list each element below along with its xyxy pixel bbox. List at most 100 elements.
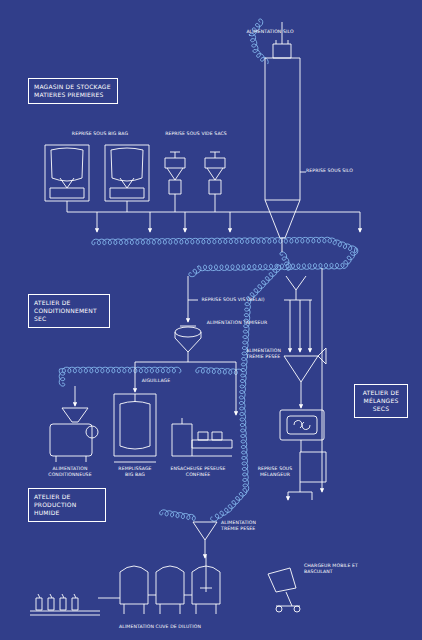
bag-dump-station bbox=[205, 152, 225, 212]
dilution-tanks bbox=[124, 604, 125, 614]
silo bbox=[282, 238, 283, 252]
workshop-title: MAGASIN DE STOCKAGE MATIERES PREMIERES bbox=[34, 83, 112, 99]
flex-hose bbox=[280, 252, 291, 270]
flex-hose bbox=[211, 265, 281, 521]
equipment-label: REPRISE SOUS SILO bbox=[306, 168, 362, 174]
bottling-line bbox=[50, 594, 52, 598]
packer bbox=[86, 456, 87, 462]
sifter bbox=[180, 326, 196, 327]
equipment-label: REPRISE SOUS MÉLANGEUR bbox=[252, 466, 298, 478]
mobile-loader bbox=[276, 606, 282, 612]
dilution-tanks bbox=[206, 556, 207, 592]
mixer bbox=[300, 482, 301, 492]
bottling-line bbox=[72, 598, 78, 610]
workshop-title: ATELIER DE MÉLANGES SECS bbox=[360, 389, 402, 413]
silo bbox=[276, 40, 277, 44]
big-bag-station bbox=[111, 148, 143, 181]
bagging-scale bbox=[198, 432, 208, 440]
bagging-scale bbox=[172, 418, 232, 456]
dilution-tanks bbox=[148, 595, 156, 596]
mixer bbox=[322, 268, 323, 492]
flex-hose bbox=[249, 19, 268, 64]
equipment-label: ENSACHEUSE PESEUSE CONFINÉE bbox=[170, 466, 226, 478]
sifter bbox=[175, 326, 201, 362]
mobile-loader bbox=[286, 592, 292, 606]
bag-dump-station bbox=[175, 152, 176, 158]
sifter bbox=[188, 352, 189, 362]
equipment-label: REPRISE SOUS VIS (RELAI) bbox=[198, 297, 268, 303]
dilution-tanks bbox=[216, 604, 217, 614]
mixer bbox=[280, 410, 324, 440]
bagging-scale bbox=[212, 432, 222, 440]
weigh-hopper bbox=[284, 300, 312, 301]
big-bag-station bbox=[45, 145, 89, 212]
equipment-label: ALIMENTATION TAMISEUR bbox=[203, 320, 271, 326]
dilution-tanks bbox=[120, 566, 148, 604]
dilution-tanks bbox=[200, 588, 212, 589]
big-bag-filler bbox=[114, 394, 156, 462]
weigh-hopper bbox=[286, 276, 306, 290]
flex-hose bbox=[92, 237, 358, 276]
equipment-label: ALIMENTATION CONDITIONNEUSE bbox=[40, 466, 100, 478]
bag-dump-station bbox=[209, 180, 221, 194]
equipment-label: REMPLISSAGE BIG BAG bbox=[114, 466, 156, 478]
dilution-tanks bbox=[160, 604, 161, 614]
transfer-line bbox=[188, 276, 189, 322]
mixer bbox=[288, 492, 312, 493]
weigh-hopper bbox=[296, 290, 297, 300]
silo bbox=[300, 172, 306, 173]
collector-line bbox=[67, 212, 360, 213]
bag-dump-station bbox=[207, 168, 223, 180]
bagging-scale bbox=[172, 424, 192, 456]
equipment-label: ALIMENTATION TRÉMIE PESÉE bbox=[246, 348, 286, 360]
silo bbox=[265, 200, 300, 238]
diverter-lines bbox=[188, 362, 236, 363]
collector-line bbox=[97, 212, 98, 232]
workshop-title: ATELIER DE PRODUCTION HUMIDE bbox=[34, 493, 100, 517]
wet-weigh-hopper bbox=[193, 522, 217, 558]
sifter bbox=[201, 332, 202, 338]
big-bag-station bbox=[50, 188, 84, 198]
bottling-line bbox=[30, 594, 100, 615]
mobile-loader bbox=[268, 568, 296, 592]
collector-line bbox=[230, 212, 231, 232]
big-bag-station bbox=[110, 188, 144, 198]
equipment-label: REPRISE SOUS BIG BAG bbox=[62, 131, 138, 137]
dilution-tanks bbox=[184, 595, 192, 596]
weigh-hopper bbox=[284, 276, 326, 408]
big-bag-station bbox=[127, 201, 128, 212]
packer bbox=[86, 426, 98, 438]
silo bbox=[265, 22, 306, 252]
equipment-label: REPRISE SOUS VIDE SACS bbox=[158, 131, 234, 137]
equipment-label: ALIMENTATION SILO bbox=[240, 29, 300, 35]
workshop-box: ATELIER DE MÉLANGES SECS bbox=[354, 384, 408, 418]
big-bag-filler bbox=[114, 394, 156, 456]
wet-weigh-hopper bbox=[205, 540, 206, 558]
big-bag-station bbox=[105, 145, 149, 212]
workshop-title: ATELIER DE CONDITIONNEMENT SEC bbox=[34, 299, 104, 323]
equipment-label: CHARGEUR MOBILE ET BASCULANT bbox=[304, 563, 364, 575]
weigh-hopper bbox=[300, 300, 301, 352]
equipment-label: ALIMENTATION TRÉMIE PESÉE bbox=[221, 520, 265, 532]
packer bbox=[56, 456, 57, 462]
bag-dump-station bbox=[165, 158, 185, 168]
mixer bbox=[312, 492, 313, 500]
bottling-line bbox=[30, 611, 100, 612]
dilution-tanks bbox=[144, 604, 145, 614]
bottling-line bbox=[48, 598, 54, 610]
big-bag-station bbox=[60, 178, 74, 188]
transfer-line bbox=[188, 276, 198, 322]
transfer-line bbox=[188, 300, 198, 301]
flex-hose bbox=[59, 19, 358, 521]
dilution-tanks bbox=[196, 604, 197, 614]
bagging-scale bbox=[192, 456, 232, 457]
collector-line bbox=[185, 212, 186, 232]
dilution-tanks bbox=[180, 604, 181, 614]
diverter-lines bbox=[75, 386, 76, 406]
big-bag-station bbox=[120, 178, 134, 188]
bag-dump-station bbox=[215, 152, 216, 158]
mixer bbox=[294, 421, 302, 428]
flex-hose bbox=[160, 510, 196, 521]
silo bbox=[273, 44, 291, 58]
